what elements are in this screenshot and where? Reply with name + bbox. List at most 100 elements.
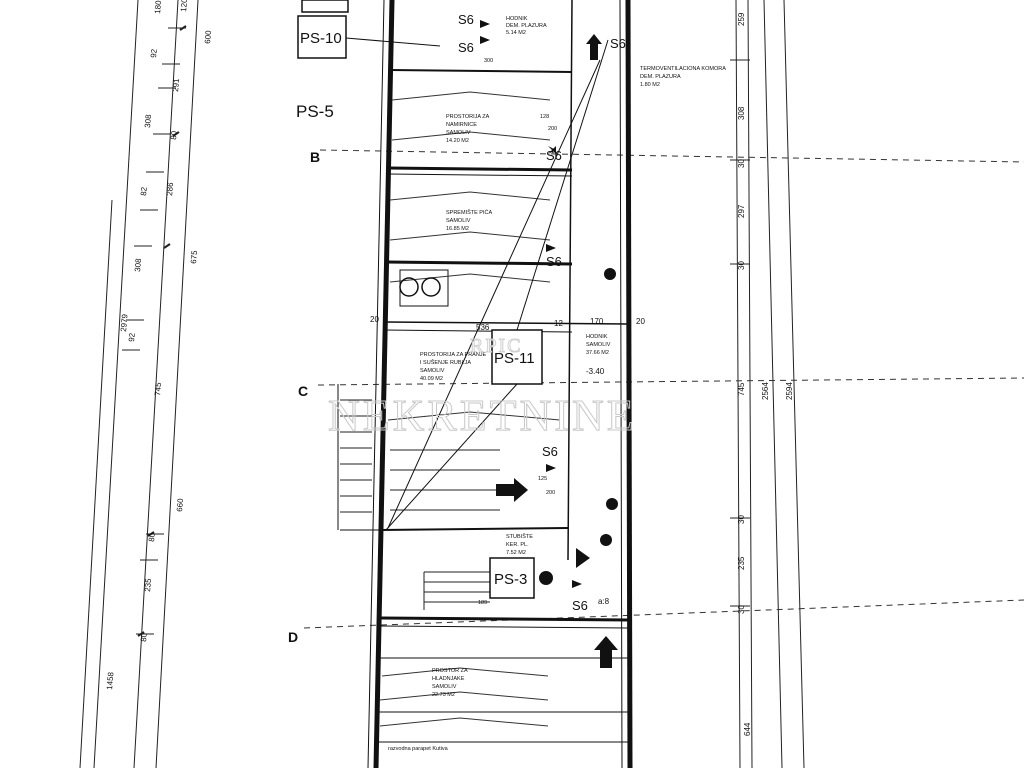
svg-text:SAMOLIV: SAMOLIV xyxy=(446,130,471,136)
dim-left-inner-1: 600 xyxy=(203,30,213,45)
building-walls xyxy=(337,0,633,768)
drain-icon-2 xyxy=(606,498,618,510)
dim-left-inner-3: 2979 xyxy=(119,313,130,332)
svg-text:12: 12 xyxy=(554,319,563,328)
svg-text:7.52 M2: 7.52 M2 xyxy=(506,550,526,556)
dim-left-3: 92 xyxy=(149,48,159,58)
appliance-circle-2 xyxy=(421,277,441,297)
svg-text:SAMOLIV: SAMOLIV xyxy=(446,218,471,224)
dim-left-4: 291 xyxy=(171,78,181,93)
dim-left-inner-2: 675 xyxy=(189,250,199,265)
dim-right-3: 30 xyxy=(737,159,746,168)
dim-left-10: 92 xyxy=(127,332,137,342)
s6-label-7: S6 xyxy=(572,598,588,613)
svg-text:20: 20 xyxy=(636,317,645,326)
svg-text:128: 128 xyxy=(540,114,549,120)
right-dimension-lines xyxy=(730,0,805,768)
svg-text:PROSTORIJA ZA: PROSTORIJA ZA xyxy=(446,114,490,120)
arrow-up-icon xyxy=(594,636,618,668)
svg-text:300: 300 xyxy=(484,58,493,64)
s6-label-6: S6 xyxy=(542,444,558,459)
leader-lines xyxy=(385,39,609,531)
svg-text:200: 200 xyxy=(546,490,555,496)
svg-text:125: 125 xyxy=(538,476,547,482)
svg-text:5.14 M2: 5.14 M2 xyxy=(506,30,526,36)
level-marker-small: a:8 xyxy=(598,597,610,606)
svg-text:TERMOVENTILACIONA KOMORA: TERMOVENTILACIONA KOMORA xyxy=(640,66,726,72)
room-label-stubiste: STUBIŠTE KER. PL. 7.52 M2 xyxy=(506,533,533,556)
watermark-line1: RPIC xyxy=(470,335,522,357)
dim-right-10: 235 xyxy=(737,556,746,570)
drain-icon-4 xyxy=(539,571,553,585)
tag-box-top xyxy=(301,0,349,13)
arrow-right-icon xyxy=(496,478,528,502)
svg-text:SAMOLIV: SAMOLIV xyxy=(420,368,445,374)
dim-right-11: 30 xyxy=(737,605,746,614)
svg-text:SAMOLIV: SAMOLIV xyxy=(432,684,457,690)
drain-icon-1 xyxy=(604,268,616,280)
left-dimension-labels: 180 120 92 291 308 80 82 286 308 92 745 … xyxy=(105,0,213,690)
tag-ps11: PS-11 xyxy=(494,350,535,367)
svg-text:37.66 M2: 37.66 M2 xyxy=(586,350,609,356)
level-marker: -3.40 xyxy=(586,367,605,376)
room-label-hladnjake: PROSTOR ZA HLADNJAKE SAMOLIV 22.73 M2 xyxy=(432,668,468,698)
svg-text:KER. PL.: KER. PL. xyxy=(506,542,529,548)
chevron-pattern xyxy=(379,91,561,727)
dim-left-1: 180 xyxy=(153,0,163,14)
dim-right-9: 30 xyxy=(737,515,746,524)
dim-left-16: 1458 xyxy=(105,671,116,690)
svg-text:170: 170 xyxy=(590,317,604,326)
dim-left-13: 80 xyxy=(147,532,157,542)
tag-ps3: PS-3 xyxy=(494,571,527,588)
room-label-namirnice: PROSTORIJA ZA NAMIRNICE SAMOLIV 14.20 M2 xyxy=(446,114,490,144)
axis-label-b: B xyxy=(310,149,320,165)
s6-label-5: S6 xyxy=(546,254,562,269)
arrow-up-small-icon xyxy=(586,34,602,60)
dim-right-12: 644 xyxy=(743,722,752,736)
svg-text:14.20 M2: 14.20 M2 xyxy=(446,138,469,144)
s6-label-2: S6 xyxy=(458,40,474,55)
dim-right-2: 308 xyxy=(737,106,746,120)
drain-symbols xyxy=(539,268,618,585)
dim-right-7: 2564 xyxy=(761,382,770,400)
dim-left-12: 660 xyxy=(175,498,185,513)
dim-left-9: 308 xyxy=(133,258,143,273)
valve-symbols xyxy=(480,20,582,588)
dim-right-6: 745 xyxy=(737,382,746,396)
svg-text:189: 189 xyxy=(478,600,487,606)
dim-left-8: 286 xyxy=(165,182,175,197)
room-label-spremiste: SPREMIŠTE PIĆA SAMOLIV 16.85 M2 xyxy=(446,209,492,232)
svg-text:DEM. PLAZURA: DEM. PLAZURA xyxy=(506,23,547,29)
svg-text:PROSTOR ZA: PROSTOR ZA xyxy=(432,668,468,674)
room-label-hodnik: HODNIK SAMOLIV 37.66 M2 xyxy=(586,334,611,356)
axis-label-c: C xyxy=(298,383,308,399)
room-dimension-labels: 536 12 170 20 20 300 200 200 189 128 125 xyxy=(370,58,645,606)
direction-arrows xyxy=(496,34,618,668)
svg-text:20: 20 xyxy=(370,315,379,324)
svg-text:40.09 M2: 40.09 M2 xyxy=(420,376,443,382)
svg-text:536: 536 xyxy=(476,323,490,332)
tag-box-ps11 xyxy=(491,329,543,385)
dim-left-2: 120 xyxy=(179,0,189,12)
floor-note: razvodna parapet Kutiva xyxy=(388,746,449,752)
tag-ps10: PS-10 xyxy=(300,30,342,47)
tag-box-ps3 xyxy=(489,557,535,599)
drain-icon-3 xyxy=(600,534,612,546)
axis-label-d: D xyxy=(288,629,298,645)
svg-text:PROSTORIJA ZA PRANJE: PROSTORIJA ZA PRANJE xyxy=(420,352,487,358)
svg-text:NAMIRNICE: NAMIRNICE xyxy=(446,122,477,128)
dim-left-6: 80 xyxy=(169,130,179,140)
dim-right-1: 259 xyxy=(737,12,746,26)
s6-label-1: S6 xyxy=(458,12,474,27)
arrow-small-right-icon xyxy=(576,548,590,568)
room-label-pranje: PROSTORIJA ZA PRANJE I SUŠENJE RUBLJA SA… xyxy=(420,352,487,382)
s6-label-4: S6 xyxy=(546,148,562,163)
svg-text:I SUŠENJE RUBLJA: I SUŠENJE RUBLJA xyxy=(420,359,471,366)
left-dimension-lines xyxy=(79,0,199,768)
s6-symbols: S6 S6 S6 S6 S6 S6 S6 xyxy=(458,12,626,613)
dim-right-5: 30 xyxy=(737,261,746,270)
dim-left-5: 308 xyxy=(143,114,153,129)
svg-text:22.73 M2: 22.73 M2 xyxy=(432,692,455,698)
svg-text:DEM. PLAZURA: DEM. PLAZURA xyxy=(640,74,681,80)
